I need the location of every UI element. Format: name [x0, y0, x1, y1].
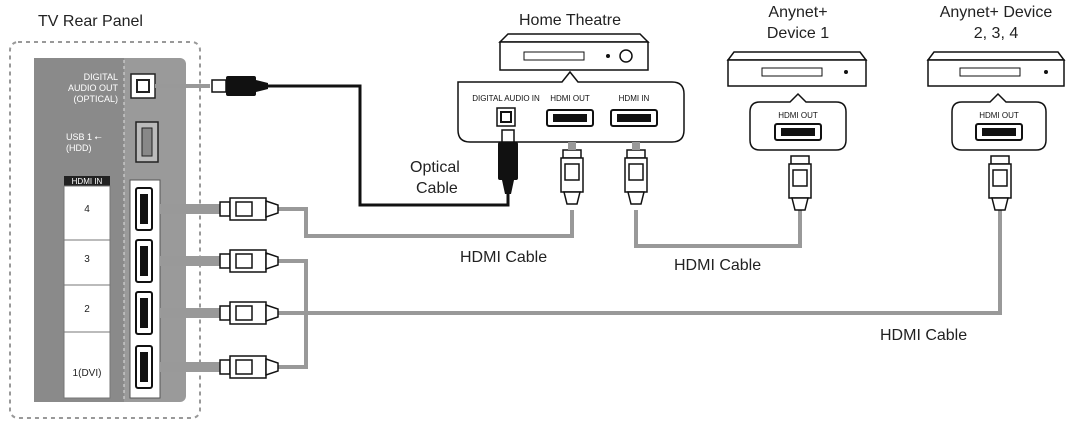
hdmi-cable-label-2: HDMI Cable — [674, 257, 761, 274]
device234-hdmi-out-port — [975, 123, 1023, 141]
optical-out-port — [130, 73, 156, 99]
hdmi-plug-ht-in — [624, 149, 648, 205]
digital-audio-out-label-2: AUDIO OUT — [68, 83, 119, 93]
hdmi-in-header: HDMI IN — [72, 177, 103, 186]
anynet-device-1-label-2: Device 1 — [767, 25, 829, 42]
anynet-device-234 — [926, 51, 1066, 87]
hdmi-port-label-4: 4 — [84, 204, 90, 215]
device1-hdmi-out-label: HDMI OUT — [778, 111, 818, 120]
home-theatre-label: Home Theatre — [519, 12, 621, 29]
optical-cable-label-2: Cable — [416, 180, 458, 197]
hdmi-cable-label-1: HDMI Cable — [460, 249, 547, 266]
digital-audio-out-label-3: (OPTICAL) — [73, 94, 118, 104]
home-theatre-device — [498, 33, 650, 71]
optical-plug-tv — [211, 76, 268, 96]
ht-optical-in-port — [496, 107, 516, 127]
ht-hdmi-in-port — [610, 109, 658, 127]
optical-cable — [268, 84, 510, 207]
usb-port — [135, 121, 159, 163]
tv-rear-panel-label: TV Rear Panel — [38, 13, 143, 30]
anynet-device-234-label-2: 2, 3, 4 — [974, 25, 1019, 42]
hdmi-plug-tv-2 — [219, 301, 279, 325]
hdmi-cable-home-theatre-out — [278, 207, 574, 238]
digital-audio-in-label: DIGITAL AUDIO IN — [472, 94, 540, 103]
device1-callout — [749, 92, 847, 151]
optical-plug-home-theatre — [498, 129, 518, 194]
hdmi-stub-ht-out — [568, 142, 576, 150]
hdmi-port-label-2: 2 — [84, 304, 90, 315]
hdmi-plug-ht-out — [560, 149, 584, 205]
hdmi-port-label-3: 3 — [84, 254, 90, 265]
hdmi-cable-label-3: HDMI Cable — [880, 327, 967, 344]
hdmi-stub-ht-in — [632, 142, 640, 150]
ht-hdmi-in-label: HDMI IN — [619, 94, 650, 103]
digital-audio-out-label-1: DIGITAL — [84, 72, 118, 82]
hdmi-plug-tv-1 — [219, 355, 279, 379]
anynet-device-234-label-1: Anynet+ Device — [940, 4, 1053, 21]
tv-hdmi-port-1 — [135, 345, 153, 389]
hdmi-in-label-column — [63, 185, 111, 399]
hdmi-plug-device234 — [988, 155, 1012, 211]
anynet-device-1 — [726, 51, 868, 87]
tv-hdmi-port-3 — [135, 239, 153, 283]
hdmi-plug-tv-4 — [219, 197, 279, 221]
tv-hdmi-port-4 — [135, 187, 153, 231]
ht-hdmi-out-port — [546, 109, 594, 127]
device234-callout — [951, 92, 1047, 151]
tv-hdmi-port-2 — [135, 291, 153, 335]
hdmi-plug-device1 — [788, 155, 812, 211]
hdmi-cable-device-234 — [278, 210, 1002, 315]
hdmi-port-label-1dvi: 1(DVI) — [73, 368, 102, 379]
hdmi-cable-device-1 — [634, 210, 802, 248]
usb-label-1: USB 1 ⭠ — [66, 132, 102, 142]
home-theatre-callout — [457, 70, 685, 143]
hdmi-plug-tv-3 — [219, 249, 279, 273]
ht-hdmi-out-label: HDMI OUT — [550, 94, 590, 103]
anynet-device-1-label-1: Anynet+ — [768, 4, 827, 21]
usb-label-2: (HDD) — [66, 143, 92, 153]
device234-hdmi-out-label: HDMI OUT — [979, 111, 1019, 120]
optical-cable-label-1: Optical — [410, 159, 460, 176]
device1-hdmi-out-port — [774, 123, 822, 141]
hdmi-in-header-bg — [64, 176, 110, 186]
